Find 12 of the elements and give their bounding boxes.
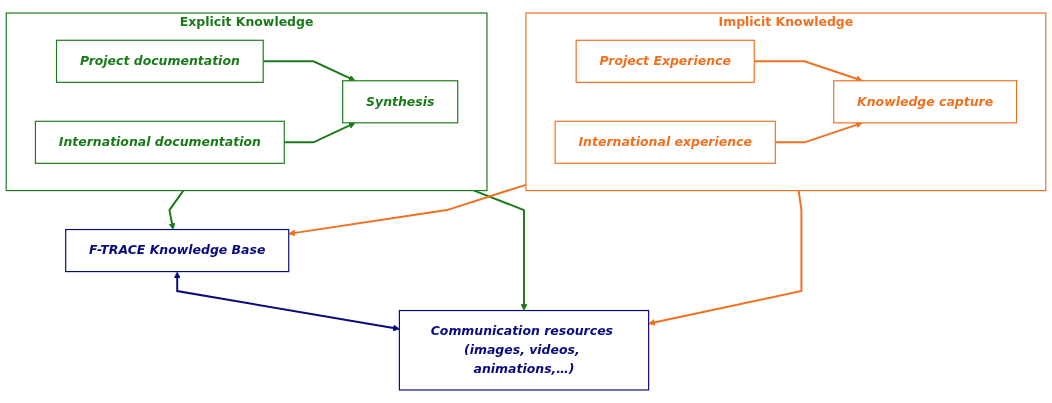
node-box: Project documentation xyxy=(55,39,264,83)
node-box: Synthesis xyxy=(342,80,459,124)
node-box: Communication resources (images, videos, animations,…) xyxy=(398,309,650,391)
arrow xyxy=(648,189,803,326)
node-box: Knowledge capture xyxy=(833,80,1018,124)
node-box: International documentation xyxy=(34,120,285,164)
node-box: F-TRACE Knowledge Base xyxy=(65,228,290,273)
node-box: International experience xyxy=(554,120,776,164)
arrow xyxy=(473,189,528,311)
arrow xyxy=(173,271,400,332)
node-box: Project Experience xyxy=(575,39,755,83)
arrow xyxy=(168,189,185,230)
